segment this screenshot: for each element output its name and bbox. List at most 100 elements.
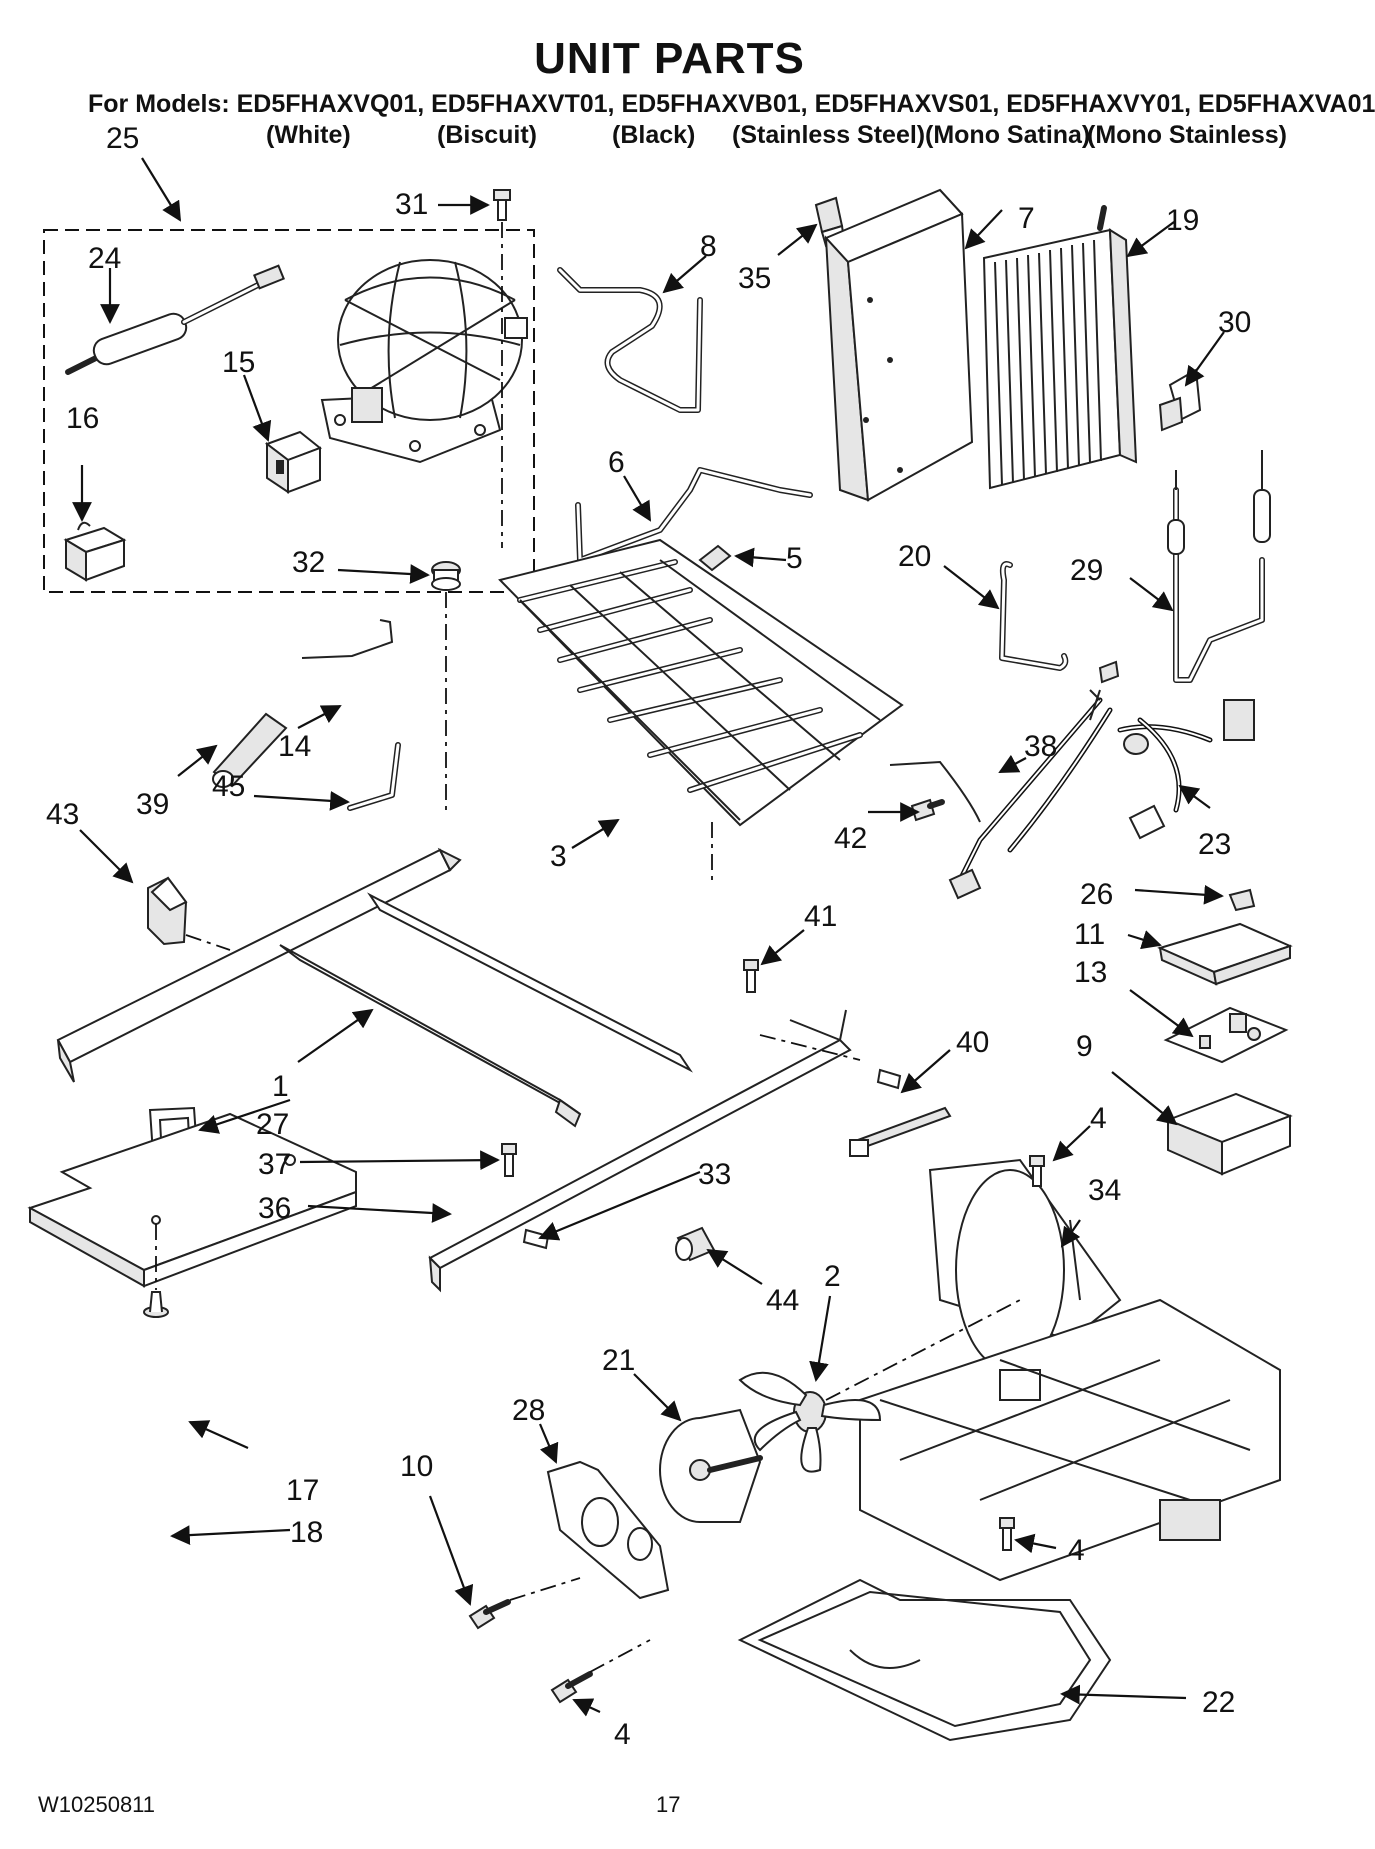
callout-4-right: 4 xyxy=(1068,1534,1085,1567)
parts-diagram-page: UNIT PARTS For Models: ED5FHAXVQ01, ED5F… xyxy=(27,34,1375,1817)
screw-4-top-part xyxy=(1029,1155,1045,1187)
callout-23: 23 xyxy=(1198,828,1231,861)
callout-3: 3 xyxy=(550,840,567,873)
callout-18: 18 xyxy=(290,1516,323,1549)
callout-39: 39 xyxy=(136,788,169,821)
clip-5-part xyxy=(698,544,732,572)
callout-27: 27 xyxy=(256,1108,289,1141)
callout-1: 1 xyxy=(272,1070,289,1103)
tie-strap-part xyxy=(849,1106,952,1157)
callout-32: 32 xyxy=(292,546,325,579)
compressor-kit-boundary xyxy=(43,229,535,593)
capacitor-44-part xyxy=(675,1226,716,1262)
compressor-part xyxy=(320,259,528,464)
callout-25: 25 xyxy=(106,122,139,155)
fan-shroud-part xyxy=(928,1158,1122,1371)
callout-9: 9 xyxy=(1076,1030,1093,1063)
grommet-part xyxy=(431,561,461,591)
fan-blade-part xyxy=(738,1371,882,1473)
callout-5: 5 xyxy=(786,542,803,575)
callout-21: 21 xyxy=(602,1344,635,1377)
callout-17: 17 xyxy=(286,1474,319,1507)
insulation-39-part xyxy=(212,712,288,788)
overload-part xyxy=(63,521,127,582)
evaporator-part xyxy=(498,538,904,827)
model-list: For Models: ED5FHAXVQ01, ED5FHAXVT01, ED… xyxy=(88,90,1375,118)
callout-29: 29 xyxy=(1070,554,1103,587)
screw-41-part xyxy=(743,959,759,993)
base-frame-part xyxy=(56,847,693,1128)
leader-lines xyxy=(72,157,1225,1717)
screw-10-part xyxy=(468,1599,511,1630)
callout-43: 43 xyxy=(46,798,79,831)
hanger-rod-part xyxy=(999,561,1069,671)
front-rail-part xyxy=(428,1009,852,1293)
callout-44: 44 xyxy=(766,1284,799,1317)
screw-42-part xyxy=(910,798,945,822)
callout-19: 19 xyxy=(1166,204,1199,237)
callout-22: 22 xyxy=(1202,1686,1235,1719)
tube-45-part xyxy=(347,742,401,811)
condenser-coil-part xyxy=(982,205,1138,490)
callout-14: 14 xyxy=(278,730,311,763)
tube-6-part xyxy=(575,467,813,563)
tube-29-part xyxy=(1167,450,1271,683)
screw-4-right-part xyxy=(999,1517,1015,1551)
document-number: W10250811 xyxy=(38,1792,156,1817)
variant-mono-stainless: (Mono Stainless) xyxy=(1087,121,1288,149)
callout-41: 41 xyxy=(804,900,837,933)
callout-33: 33 xyxy=(698,1158,731,1191)
callout-8: 8 xyxy=(700,230,717,263)
control-cover-part xyxy=(1157,922,1293,986)
callout-16: 16 xyxy=(66,402,99,435)
callout-45: 45 xyxy=(212,770,245,803)
callout-2: 2 xyxy=(824,1260,841,1293)
variant-mono-satina: (Mono Satina) xyxy=(925,121,1091,149)
callout-26: 26 xyxy=(1080,878,1113,911)
callout-13: 13 xyxy=(1074,956,1107,989)
exploded-view-drawing: 25 31 24 15 16 32 8 35 7 19 30 6 5 20 29… xyxy=(27,122,1293,1751)
callout-24: 24 xyxy=(88,242,121,275)
callout-10: 10 xyxy=(400,1450,433,1483)
variant-black: (Black) xyxy=(612,121,696,149)
variant-biscuit: (Biscuit) xyxy=(437,121,537,149)
clip-43-part xyxy=(147,876,188,946)
callout-11: 11 xyxy=(1074,918,1105,951)
callout-37: 37 xyxy=(258,1148,291,1181)
callout-4-top: 4 xyxy=(1090,1102,1107,1135)
page-number: 17 xyxy=(656,1792,681,1817)
access-cover-part xyxy=(27,1112,357,1288)
callout-6: 6 xyxy=(608,446,625,479)
drier-part xyxy=(65,264,285,375)
callout-42: 42 xyxy=(834,822,867,855)
drain-pan-part xyxy=(737,1578,1112,1742)
screw-4-bottom-part xyxy=(550,1671,593,1704)
callout-35: 35 xyxy=(738,262,771,295)
callout-7: 7 xyxy=(1018,202,1035,235)
condenser-cover-part xyxy=(824,188,974,502)
condenser-tube-part xyxy=(557,267,703,413)
screw-31-part xyxy=(493,189,511,221)
motor-bracket-part xyxy=(546,1460,670,1600)
callout-4-bottom: 4 xyxy=(614,1718,631,1751)
callout-20: 20 xyxy=(898,540,931,573)
control-board-part xyxy=(1163,1006,1289,1064)
callout-34: 34 xyxy=(1088,1174,1121,1207)
variant-stainless-steel: (Stainless Steel) xyxy=(732,121,926,149)
callout-38: 38 xyxy=(1024,730,1057,763)
clip-26-part xyxy=(1228,888,1256,912)
wire-harness-part xyxy=(948,660,1255,900)
callout-31: 31 xyxy=(395,188,428,221)
ground-wire-38-part xyxy=(889,760,981,823)
page-title: UNIT PARTS xyxy=(534,34,805,83)
push-pin-part xyxy=(143,1291,169,1318)
relay-part xyxy=(264,430,322,494)
machine-compartment-base-part xyxy=(859,1298,1281,1582)
callout-numbers: 25 31 24 15 16 32 8 35 7 19 30 6 5 20 29… xyxy=(46,122,1251,1751)
callout-40: 40 xyxy=(956,1026,989,1059)
control-box-part xyxy=(1165,1092,1293,1176)
variant-white: (White) xyxy=(266,121,351,149)
bracket-30-part xyxy=(1158,368,1202,432)
callout-36: 36 xyxy=(258,1192,291,1225)
fan-motor-part xyxy=(659,1408,763,1523)
